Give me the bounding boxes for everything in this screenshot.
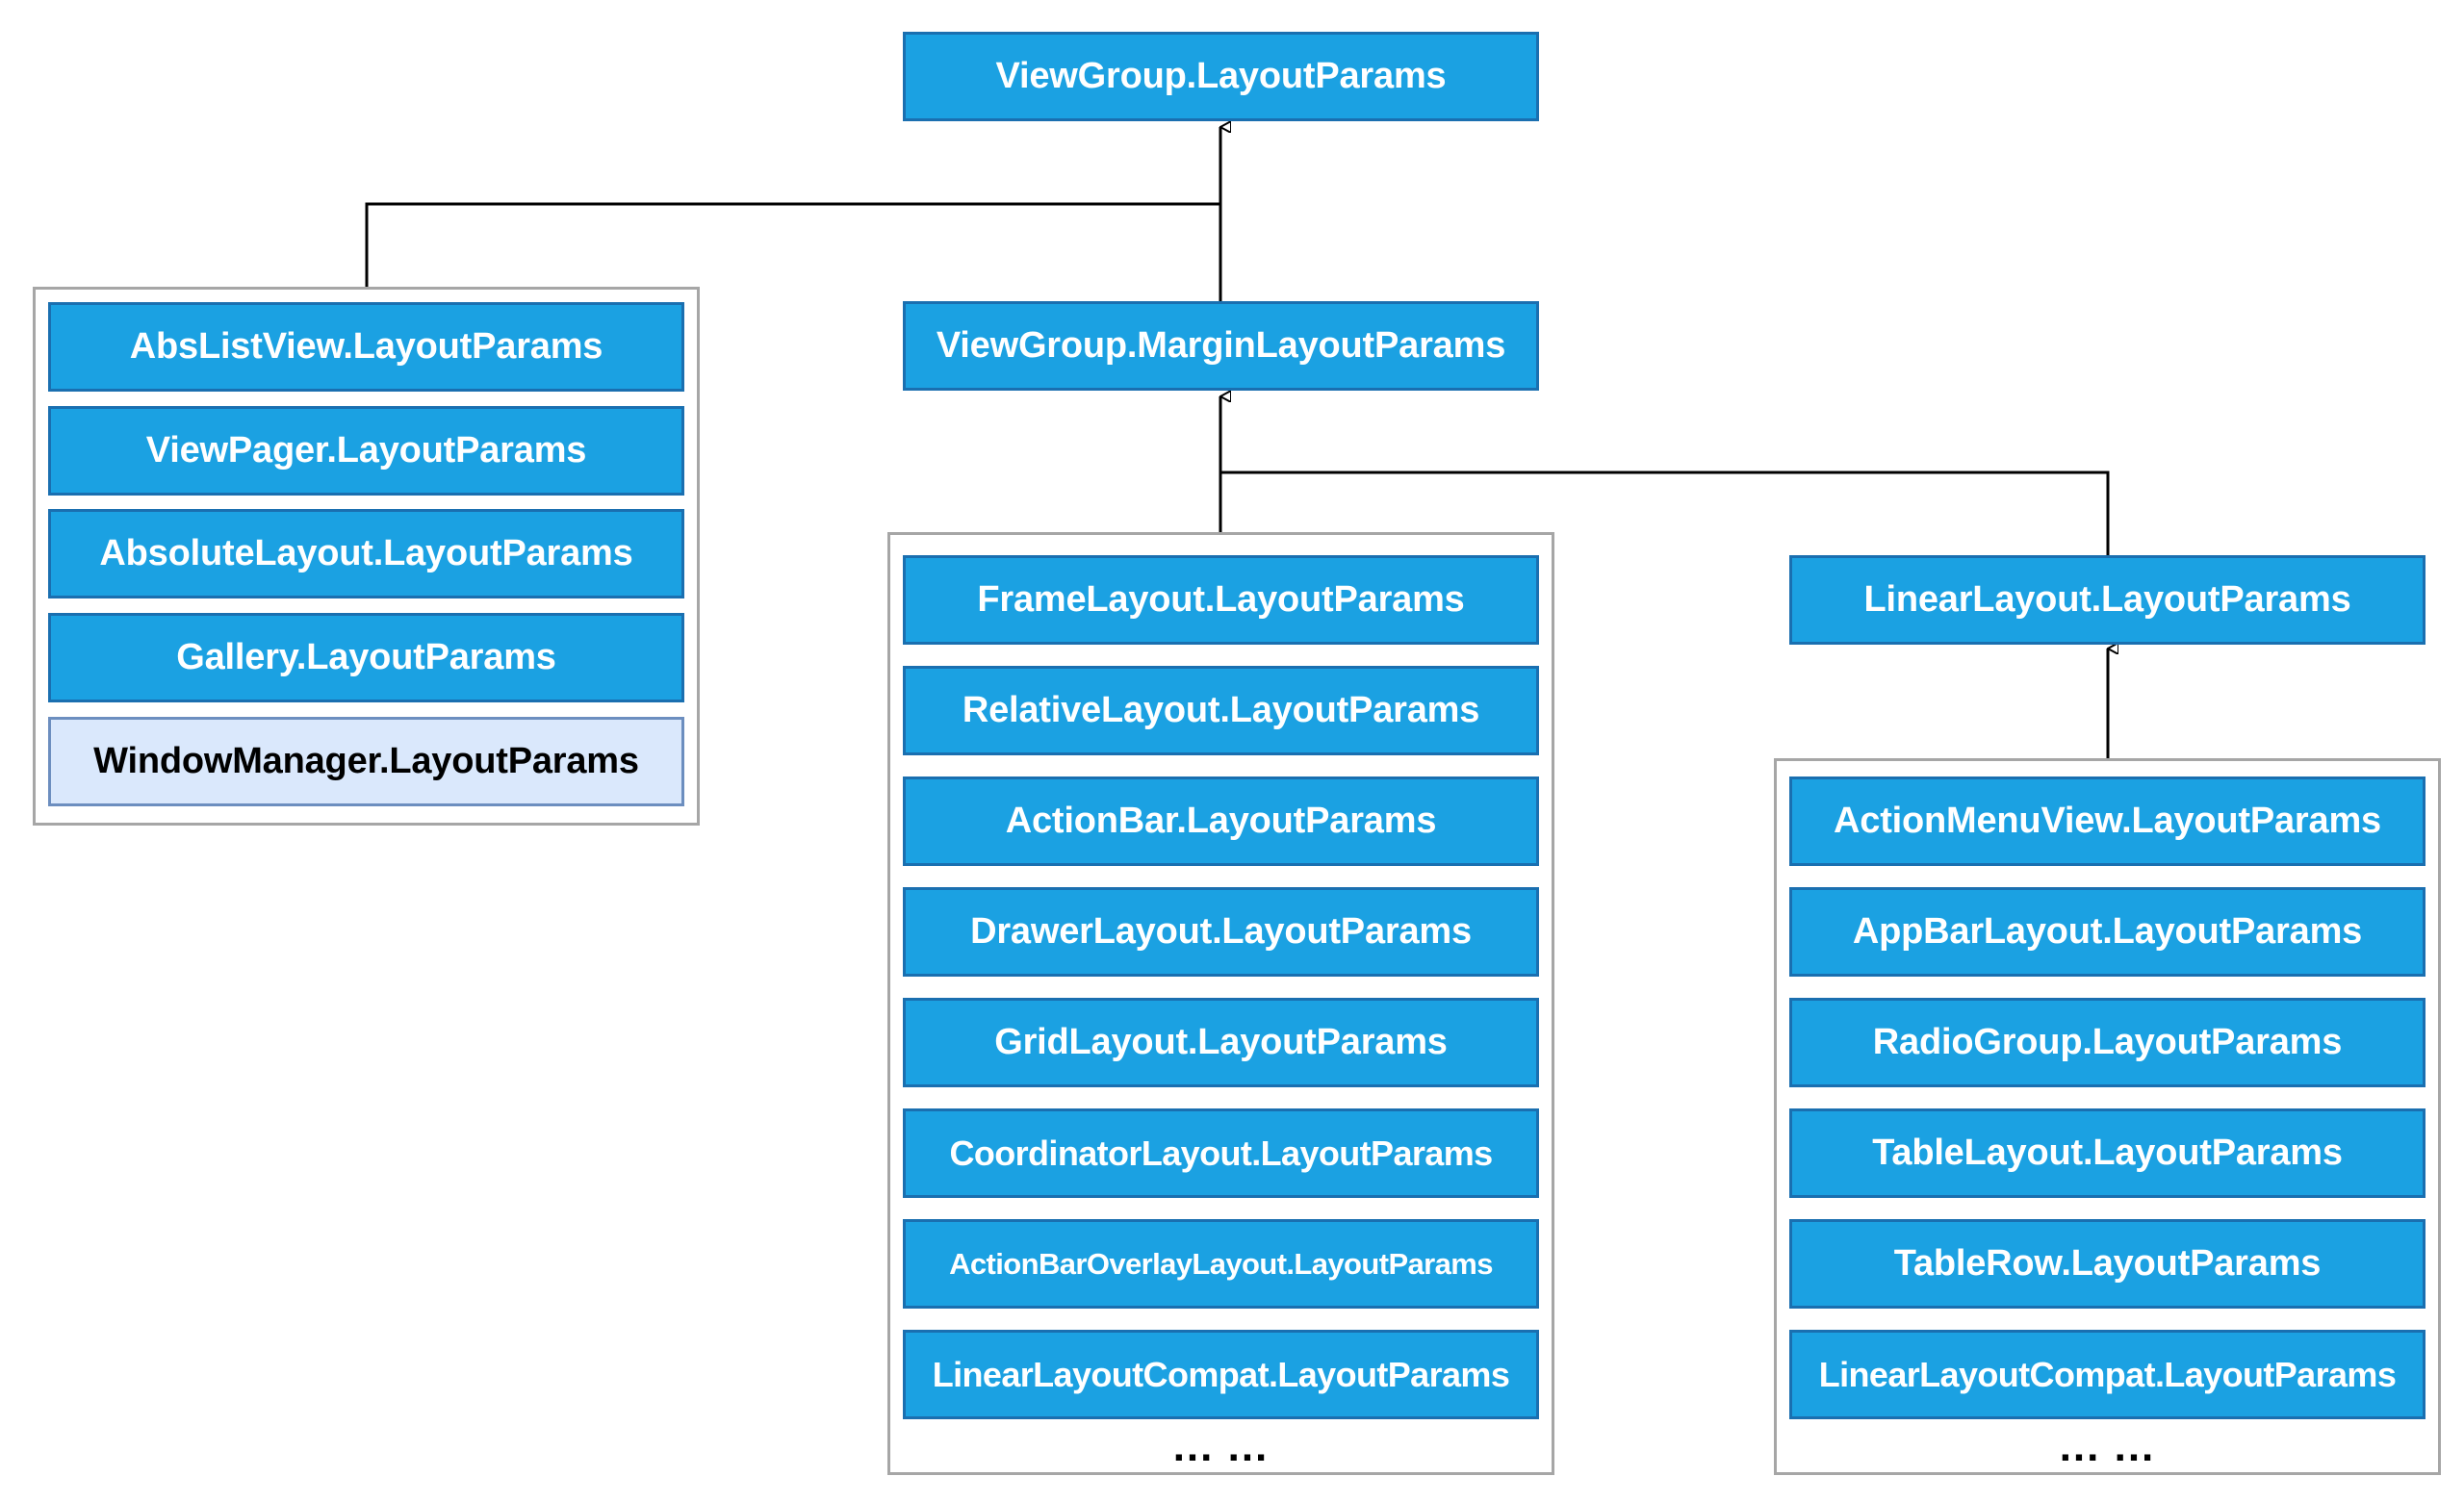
margin-group-item: FrameLayout.LayoutParams <box>903 555 1539 645</box>
connector-linear-to-margin <box>1220 471 2110 555</box>
linear-group-item: LinearLayoutCompat.LayoutParams <box>1789 1330 2426 1419</box>
margin-group-item: ActionBarOverlayLayout.LayoutParams <box>903 1219 1539 1309</box>
root-node: ViewGroup.LayoutParams <box>903 32 1539 121</box>
margin-group-more: ... ... <box>1172 1423 1270 1470</box>
margin-group-item: ActionBar.LayoutParams <box>903 776 1539 866</box>
left-group-item: Gallery.LayoutParams <box>48 613 684 702</box>
margin-params-node: ViewGroup.MarginLayoutParams <box>903 301 1539 391</box>
left-group-item: AbsoluteLayout.LayoutParams <box>48 509 684 598</box>
linear-group-item: TableRow.LayoutParams <box>1789 1219 2426 1309</box>
margin-group-item: DrawerLayout.LayoutParams <box>903 887 1539 977</box>
connector-left-group-to-root <box>365 202 1220 287</box>
linear-group-item: TableLayout.LayoutParams <box>1789 1108 2426 1198</box>
margin-group-item: RelativeLayout.LayoutParams <box>903 666 1539 755</box>
linear-params-node: LinearLayout.LayoutParams <box>1789 555 2426 645</box>
margin-group-item: LinearLayoutCompat.LayoutParams <box>903 1330 1539 1419</box>
margin-group-item: CoordinatorLayout.LayoutParams <box>903 1108 1539 1198</box>
linear-group-item: RadioGroup.LayoutParams <box>1789 998 2426 1087</box>
left-group-item: AbsListView.LayoutParams <box>48 302 684 392</box>
linear-group-item: ActionMenuView.LayoutParams <box>1789 776 2426 866</box>
linear-group-item: AppBarLayout.LayoutParams <box>1789 887 2426 977</box>
linear-group-more: ... ... <box>2059 1423 2156 1470</box>
left-group-item-highlighted: WindowManager.LayoutParams <box>48 717 684 806</box>
margin-group-item: GridLayout.LayoutParams <box>903 998 1539 1087</box>
left-group-item: ViewPager.LayoutParams <box>48 406 684 496</box>
